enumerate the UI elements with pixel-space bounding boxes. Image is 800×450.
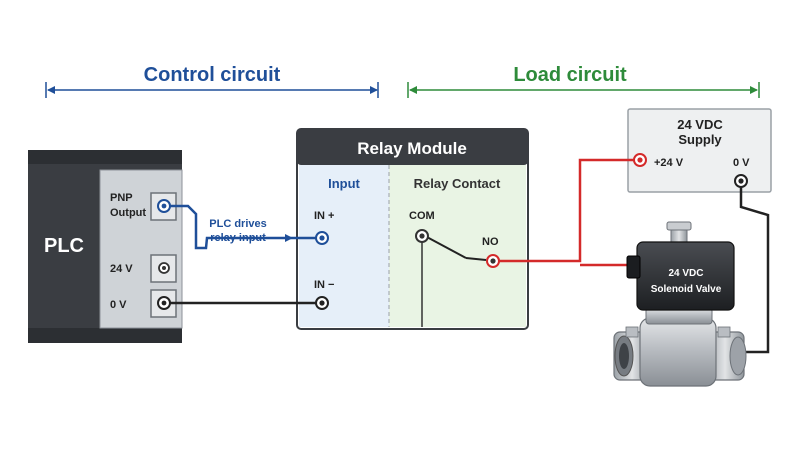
terminal-screw-icon[interactable]: [158, 262, 170, 274]
terminals: [157, 153, 748, 310]
valve-label-2: Solenoid Valve: [651, 284, 722, 295]
plc-pnp-label-1: PNP: [110, 192, 133, 204]
control-circuit-label: Control circuit: [144, 64, 281, 86]
terminal-screw-icon[interactable]: [486, 254, 500, 268]
solenoid-valve: 24 VDC Solenoid Valve: [613, 221, 747, 387]
control-circuit-header: Control circuit: [45, 64, 379, 98]
wires: [164, 158, 770, 354]
relay-contact-panel: [389, 165, 526, 327]
plc-unit: PLC PNP Output 24 V 0 V: [28, 150, 183, 343]
terminal-screw-icon[interactable]: [157, 296, 171, 310]
relay-switch-blade: [424, 235, 467, 259]
supply-panel: [627, 108, 772, 193]
valve-body: [639, 317, 717, 387]
plc-24v-label: 24 V: [110, 263, 133, 275]
terminal-screw-icon[interactable]: [415, 229, 429, 243]
relay-module-header: [297, 129, 528, 165]
load-wire: [493, 158, 640, 263]
dc-supply: 24 VDC Supply +24 V 0 V: [627, 108, 772, 193]
relay-module: Relay Module Input Relay Contact IN + IN…: [296, 128, 529, 330]
supply-title-2: Supply: [678, 132, 722, 147]
terminal-screw-icon[interactable]: [315, 231, 329, 245]
terminal-screw-icon[interactable]: [633, 153, 647, 167]
relay-contact-header: Relay Contact: [414, 176, 501, 191]
plc-drives-annotation: PLC drives relay input: [209, 218, 266, 244]
terminal-screw-icon[interactable]: [315, 296, 329, 310]
supply-zero-label: 0 V: [733, 157, 750, 169]
relay-in-plus-label: IN +: [314, 210, 334, 222]
plc-0v-label: 0 V: [110, 299, 127, 311]
terminal-screw-icon[interactable]: [734, 174, 748, 188]
load-circuit-label: Load circuit: [513, 64, 627, 86]
return-wire: [735, 181, 770, 354]
relay-input-panel: [299, 165, 389, 327]
relay-no-label: NO: [482, 236, 499, 248]
valve-label-1: 24 VDC: [668, 268, 703, 279]
annotation-line-1: PLC drives: [209, 218, 266, 230]
relay-in-minus-label: IN −: [314, 279, 334, 291]
supply-plus-label: +24 V: [654, 157, 684, 169]
relay-input-header: Input: [328, 176, 360, 191]
plc-pnp-label-2: Output: [110, 207, 146, 219]
terminal-screw-icon[interactable]: [157, 199, 171, 213]
relay-com-label: COM: [409, 210, 435, 222]
plc-label: PLC: [44, 235, 84, 257]
relay-module-title: Relay Module: [357, 139, 467, 158]
annotation-line-2: relay input: [210, 232, 266, 244]
supply-title-1: 24 VDC: [677, 117, 723, 132]
load-circuit-header: Load circuit: [407, 64, 760, 98]
control-wire: [164, 204, 322, 250]
